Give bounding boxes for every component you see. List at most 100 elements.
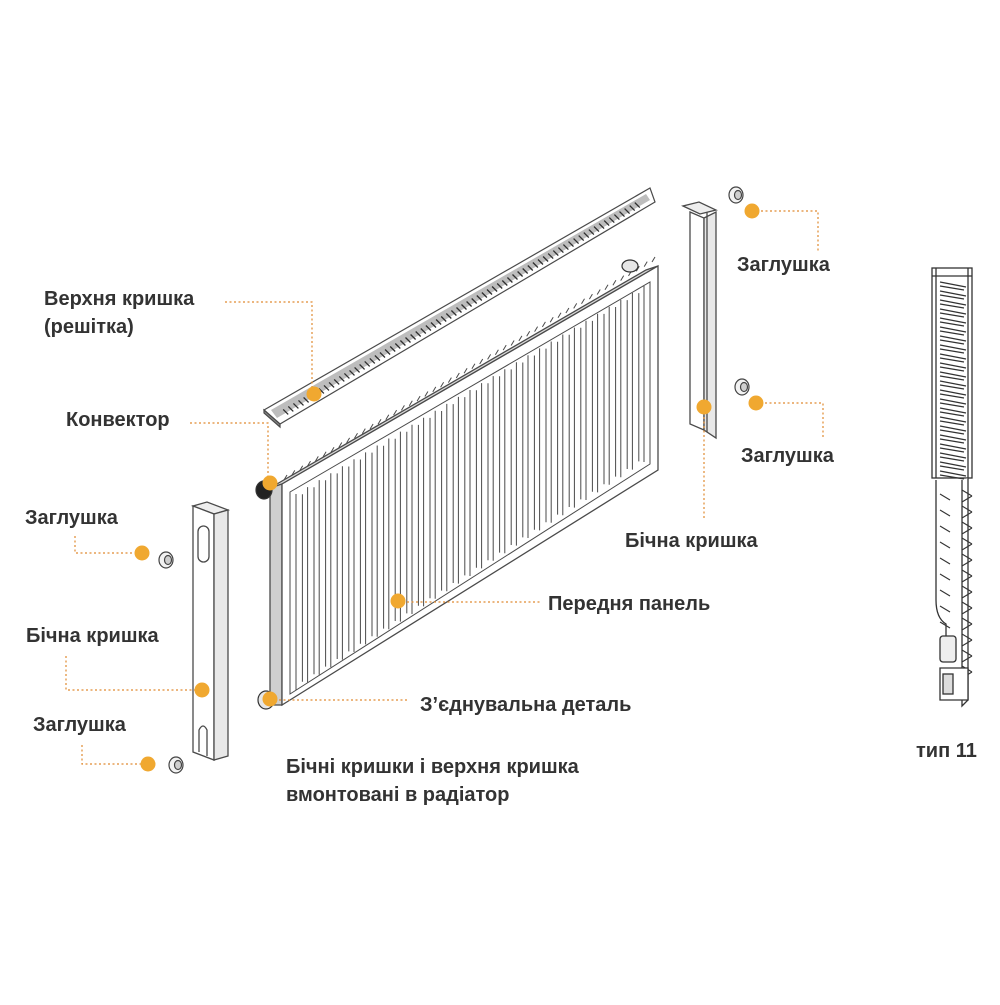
grille-slot <box>501 280 508 286</box>
label-convector: Конвектор <box>66 409 170 431</box>
dot-plug-top-right <box>744 203 760 219</box>
label-plug-mid-right: Заглушка <box>741 445 834 467</box>
section-fin <box>939 411 965 417</box>
leader-plug-mid-right <box>756 402 824 438</box>
grille-slot <box>461 304 467 310</box>
front-panel <box>269 256 659 707</box>
section-fin <box>939 285 965 291</box>
callout-dots <box>134 203 764 772</box>
tube-wave <box>961 633 973 641</box>
fin-bracket <box>939 621 951 629</box>
panel-convector-fins <box>295 286 645 690</box>
rim-tooth <box>408 400 413 407</box>
label-front-panel: Передня панель <box>548 593 711 615</box>
section-fin <box>939 429 965 435</box>
dot-top-cover <box>306 386 322 402</box>
rim-tooth <box>604 284 609 291</box>
section-fin <box>939 398 967 405</box>
section-fin <box>939 362 967 369</box>
grille-slot <box>481 292 488 298</box>
section-fin <box>939 461 967 468</box>
tube-wave <box>961 607 973 615</box>
section-fin <box>939 438 965 444</box>
grille-slot <box>303 396 310 403</box>
grille-slot <box>476 295 483 301</box>
grille-slot <box>456 307 462 313</box>
grille-slot <box>328 381 335 388</box>
label-plug-left-bottom: Заглушка <box>33 714 126 736</box>
fin-bracket <box>939 605 951 613</box>
rim-tooth <box>471 363 476 369</box>
tube-wave <box>961 617 973 625</box>
grille-slot <box>405 337 411 343</box>
rim-tooth <box>330 446 335 453</box>
section-fin <box>939 339 965 345</box>
grille-slot <box>410 334 417 340</box>
tube-wave <box>961 585 973 593</box>
label-top-cover: Верхня кришка <box>44 288 195 310</box>
grille-slot <box>512 274 518 280</box>
grille-slot <box>568 241 574 248</box>
label-type: тип 11 <box>916 740 977 762</box>
grille-slot <box>287 405 294 412</box>
grille-slot <box>298 399 304 406</box>
tube-wave <box>961 553 973 561</box>
rim-tooth <box>338 442 343 448</box>
section-fin <box>939 465 965 471</box>
grille-slot <box>629 205 636 212</box>
leader-side-cover-left <box>65 656 200 691</box>
grille-slot <box>537 259 544 265</box>
grille-slot <box>634 202 641 209</box>
rim-tooth <box>581 298 585 304</box>
section-fin <box>939 389 967 396</box>
grille-slot <box>619 211 625 218</box>
grille-slot <box>527 265 534 271</box>
convector-top-rim <box>283 256 656 481</box>
grille-slot <box>557 247 564 254</box>
section-fin <box>939 375 965 381</box>
rim-tooth <box>518 335 523 342</box>
type-11-cross-section <box>931 267 973 708</box>
rim-tooth <box>307 460 311 467</box>
section-fin <box>939 366 965 372</box>
tube-wave <box>961 575 973 583</box>
section-fin <box>939 416 967 423</box>
tube-wave <box>961 623 973 631</box>
tube-wave <box>961 559 973 567</box>
dot-plug-mid-right <box>748 395 764 411</box>
section-panel-tube <box>939 489 973 679</box>
rim-tooth <box>314 456 319 462</box>
rim-tooth <box>424 391 429 397</box>
rim-tooth <box>526 330 531 337</box>
tube-wave <box>961 569 973 577</box>
grille-slot <box>573 238 580 245</box>
rim-tooth <box>346 437 351 444</box>
leader-convector <box>190 422 269 482</box>
grille-slot <box>624 208 631 215</box>
section-fin <box>939 281 967 288</box>
grille-slot <box>282 408 289 415</box>
dot-front-panel <box>390 593 406 609</box>
rim-tooth <box>322 451 327 458</box>
fin-bracket <box>939 573 951 581</box>
rim-tooth <box>283 474 288 481</box>
rim-tooth <box>565 307 570 314</box>
section-fin <box>939 420 965 426</box>
plug-mid-right <box>734 378 750 396</box>
section-fin <box>939 384 965 390</box>
section-fin <box>939 317 967 324</box>
section-fin <box>939 380 967 387</box>
rim-tooth <box>400 405 405 411</box>
section-fin <box>939 335 967 342</box>
rim-tooth <box>510 340 515 346</box>
section-fin <box>939 290 967 297</box>
grille-slot <box>430 322 437 328</box>
grille-slot <box>384 349 391 355</box>
section-fin <box>939 434 967 441</box>
grille-slot <box>379 352 386 358</box>
label-top-cover-sub: (решітка) <box>44 316 134 338</box>
section-fin <box>939 443 967 450</box>
rim-tooth <box>502 344 507 351</box>
note-line-1: Бічні кришки і верхня кришка <box>286 756 579 778</box>
label-side-cover-right: Бічна кришка <box>625 530 758 552</box>
